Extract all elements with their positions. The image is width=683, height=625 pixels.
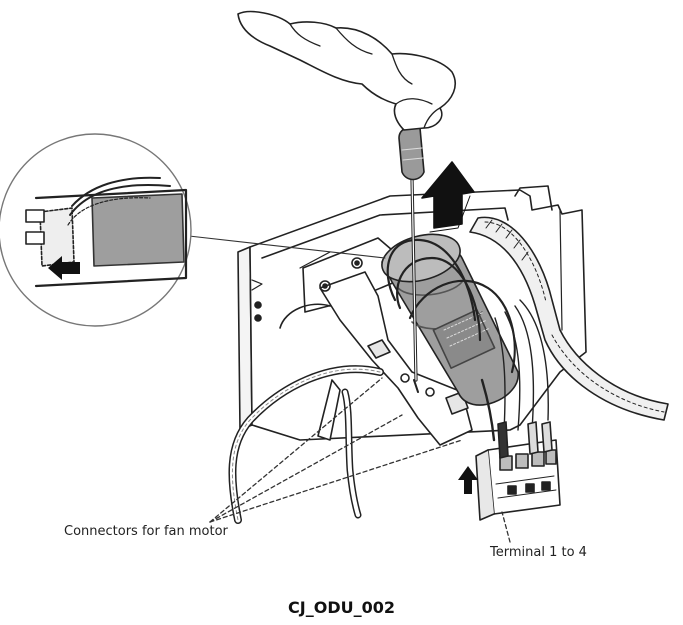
arrow-up-icon xyxy=(458,466,478,494)
detail-callout xyxy=(0,133,386,327)
terminal-block xyxy=(475,421,561,521)
arrow-up-icon xyxy=(421,161,475,233)
left-cable xyxy=(228,303,384,524)
leader-lines xyxy=(209,377,511,543)
hand-icon xyxy=(237,10,456,131)
screwdriver-icon xyxy=(398,125,425,393)
wires xyxy=(386,238,549,442)
connectors-label: Connectors for fan motor xyxy=(64,524,228,539)
arrow-left-icon xyxy=(48,256,80,280)
figure-id: CJ_ODU_002 xyxy=(288,598,395,617)
terminal-label: Terminal 1 to 4 xyxy=(490,545,587,560)
flat-cable xyxy=(469,216,669,421)
